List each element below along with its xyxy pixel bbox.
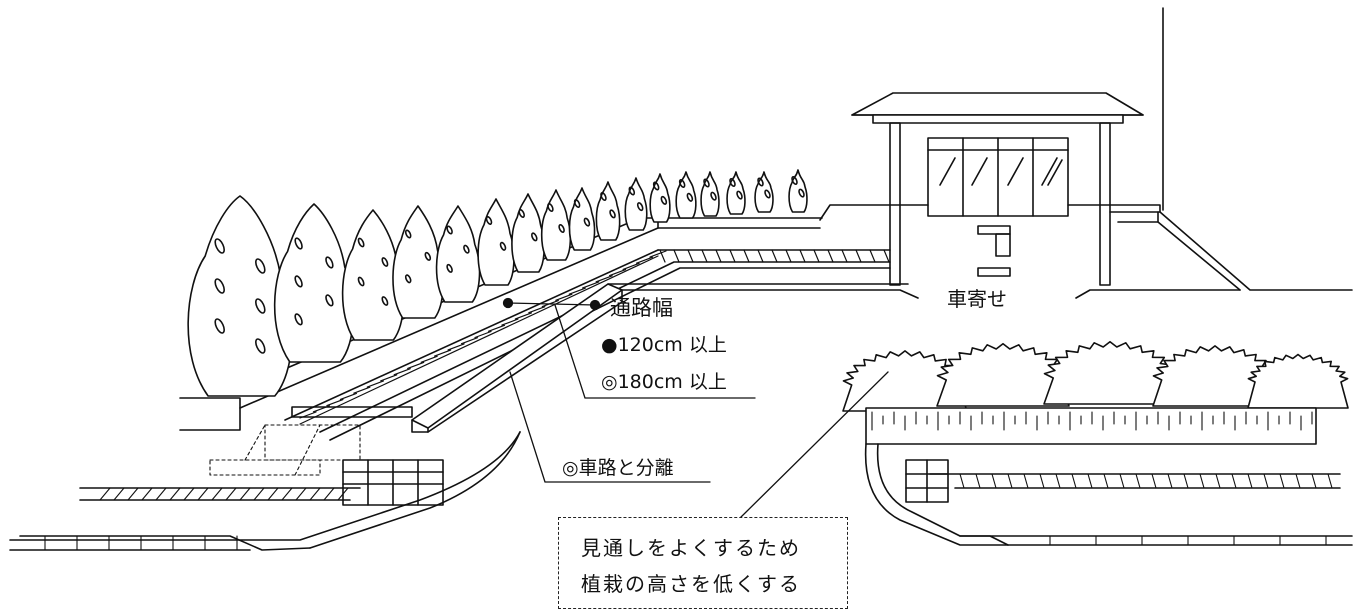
separate-from-road-label: ◎車路と分離 (562, 457, 674, 479)
hedge-tree (754, 171, 774, 213)
hedge-tree (788, 169, 808, 213)
passage-width-label: 通路幅 (610, 296, 673, 320)
visibility-callout-box: 見通しをよくするため 植栽の高さを低くする (558, 517, 848, 609)
hedge-tree (392, 205, 444, 319)
hedge-tree (726, 171, 746, 215)
hedge-tree (540, 189, 572, 261)
building-entrance (599, 7, 1353, 299)
dim-point-right (589, 299, 601, 311)
hedge-tree (435, 205, 481, 303)
hedge-tree (624, 177, 648, 231)
hedge-tree (700, 171, 720, 217)
annotation-leaders (502, 297, 889, 519)
hedge-tree (595, 181, 621, 241)
hedge-tree (675, 171, 697, 219)
callout-line-2: 植栽の高さを低くする (581, 572, 801, 596)
hedge-tree (511, 193, 545, 273)
callout-line-1: 見通しをよくするため (581, 536, 801, 560)
dim-point-left (502, 297, 514, 309)
width-min-180-label: ◎180cm 以上 (601, 371, 727, 393)
walkway (9, 217, 909, 551)
hedge-trees-left (187, 169, 808, 397)
hedge-tree (477, 198, 515, 286)
hedge-tree (273, 203, 355, 363)
hedge-tree (649, 173, 671, 223)
drop-off-label: 車寄せ (947, 287, 1007, 311)
shrub (1247, 353, 1349, 409)
width-min-120-label: ●120cm 以上 (601, 334, 727, 356)
planting-right (842, 340, 1353, 546)
hedge-tree (568, 187, 596, 251)
